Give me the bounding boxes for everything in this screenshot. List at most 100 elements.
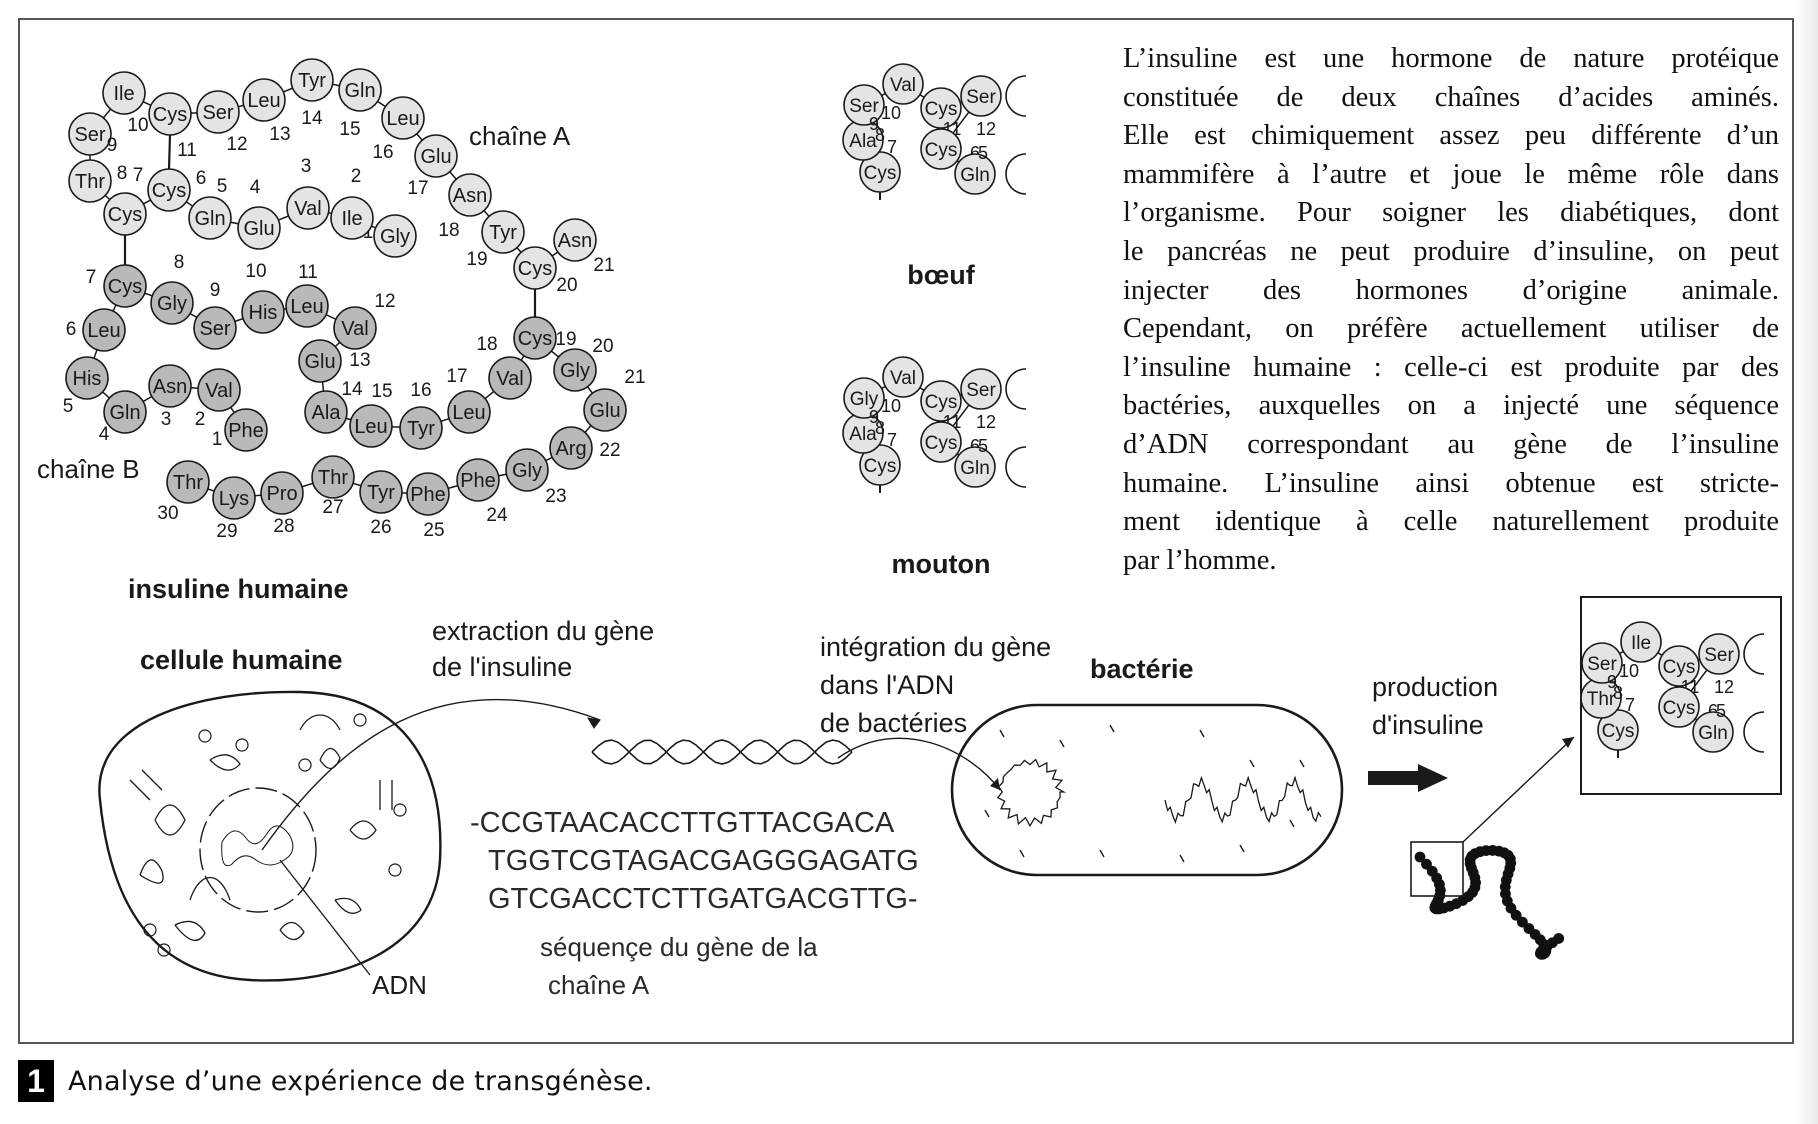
amino-acid-circle <box>583 388 627 432</box>
amino-acid-circle <box>330 196 374 240</box>
chain-a-residue: Cys <box>148 92 192 136</box>
residue-number: 6 <box>970 143 980 163</box>
amino-acid-circle <box>859 444 901 486</box>
amino-acid-label: Ser <box>1704 645 1734 666</box>
amino-acid-circle <box>286 186 330 230</box>
amino-acid-label: Gln <box>194 208 225 230</box>
integration-label-line: dans l'ADN <box>820 670 954 700</box>
amino-acid-label: Val <box>890 368 916 389</box>
organelle <box>319 747 341 770</box>
organelle <box>154 804 186 836</box>
amino-acid-circle <box>882 63 924 105</box>
chain-a-residue: Val <box>286 186 330 230</box>
amino-acid-label: Cys <box>1663 657 1696 678</box>
residue-number: 12 <box>374 291 395 312</box>
organelle <box>334 897 362 914</box>
amino-acid-circle <box>553 348 597 392</box>
residue-number: 5 <box>978 143 988 163</box>
fragment-residue: Cys <box>920 87 962 129</box>
bacterial-chromosome <box>1164 775 1322 824</box>
species-label-boeuf: bœuf <box>907 260 975 290</box>
amino-acid-label: Leu <box>87 320 120 342</box>
paragraph-line: mammifère à l’autre et joue le même rôle… <box>1123 158 1779 190</box>
integration-arrow <box>837 737 1001 791</box>
fragment-residue: Gln <box>954 153 996 195</box>
residue-number: 20 <box>592 336 613 357</box>
partial-residue <box>1005 368 1027 410</box>
amino-acid-label: Asn <box>453 185 487 207</box>
amino-acid-circle <box>920 128 962 170</box>
amino-acid-circle <box>304 390 348 434</box>
amino-acid-label: Gln <box>109 402 140 424</box>
residue-number: 9 <box>869 114 879 134</box>
chain-a-residue: Glu <box>414 134 458 178</box>
bacterium-body <box>950 703 1344 877</box>
polypeptide-bead <box>1510 909 1522 921</box>
amino-acid-label: Cys <box>518 328 552 350</box>
amino-acid-label: Thr <box>318 467 348 489</box>
amino-acid-label: Cys <box>153 104 187 126</box>
amino-acid-label: Ser <box>1587 654 1617 675</box>
zoom-line <box>1462 736 1575 843</box>
residue-number: 9 <box>869 407 879 427</box>
amino-acid-label: Thr <box>1587 689 1616 710</box>
residue-number: 8 <box>174 252 185 273</box>
amino-acid-label: Val <box>294 198 321 220</box>
fragment-residue: Gln <box>954 446 996 488</box>
fragment-residue: Ile <box>1620 621 1662 663</box>
amino-acid-circle <box>102 71 146 115</box>
chain-b-residue: His <box>241 290 285 334</box>
amino-acid-circle <box>148 364 192 408</box>
amino-acid-circle <box>224 408 268 452</box>
polypeptide-bead <box>1414 851 1426 863</box>
residue-number: 4 <box>99 424 110 445</box>
fragment-residue: Val <box>882 356 924 398</box>
chain-a-residue: Tyr <box>481 210 525 254</box>
ribosome-mark <box>1019 849 1025 858</box>
residue-number: 8 <box>875 125 885 145</box>
amino-acid-circle <box>414 134 458 178</box>
amino-acid-label: Gln <box>1698 723 1728 744</box>
amino-acid-circle <box>333 306 377 350</box>
residue-number: 10 <box>127 115 148 136</box>
chain-a-residue: Asn <box>448 173 492 217</box>
chain-b-residue: Tyr <box>399 406 443 450</box>
organelle <box>174 920 206 941</box>
residue-number: 10 <box>1619 661 1639 681</box>
residue-number: 17 <box>446 366 467 387</box>
amino-acid-label: Ala <box>849 424 877 445</box>
bacterium-label: bactérie <box>1090 654 1194 684</box>
residue-number: 14 <box>341 379 363 400</box>
residue-number: 3 <box>161 409 172 430</box>
residue-number: 5 <box>978 436 988 456</box>
paragraph-line: Elle est chimiquement assez peu différen… <box>1123 120 1779 152</box>
residue-number: 18 <box>476 334 497 355</box>
amino-acid-label: Asn <box>558 230 592 252</box>
amino-acid-circle <box>68 159 112 203</box>
amino-acid-circle <box>196 90 240 134</box>
fragment-residue: Ala <box>842 119 884 161</box>
residue-number: 7 <box>86 267 97 288</box>
partial-residue <box>1005 153 1027 195</box>
amino-acid-circle <box>212 476 256 520</box>
vesicle <box>388 863 402 877</box>
chain-b-residue: Leu <box>349 404 393 448</box>
organelle <box>279 921 305 941</box>
residue-number: 21 <box>593 255 614 276</box>
chain-b-residue: Gly <box>505 448 549 492</box>
residue-number: 6 <box>1708 701 1718 721</box>
amino-acid-label: Tyr <box>407 418 435 440</box>
chain-a-residue: Thr <box>68 159 112 203</box>
chain-a-residue: Leu <box>381 96 425 140</box>
amino-acid-label: Thr <box>75 171 105 193</box>
amino-acid-label: Ser <box>966 87 996 108</box>
amino-acid-label: Val <box>341 318 368 340</box>
residue-number: 27 <box>322 497 343 518</box>
chain-b-residue: Asn <box>148 364 192 408</box>
amino-acid-label: Gly <box>512 460 542 482</box>
amino-acid-label: Lys <box>219 488 249 510</box>
amino-acid-circle <box>65 356 109 400</box>
amino-acid-circle <box>373 214 417 258</box>
